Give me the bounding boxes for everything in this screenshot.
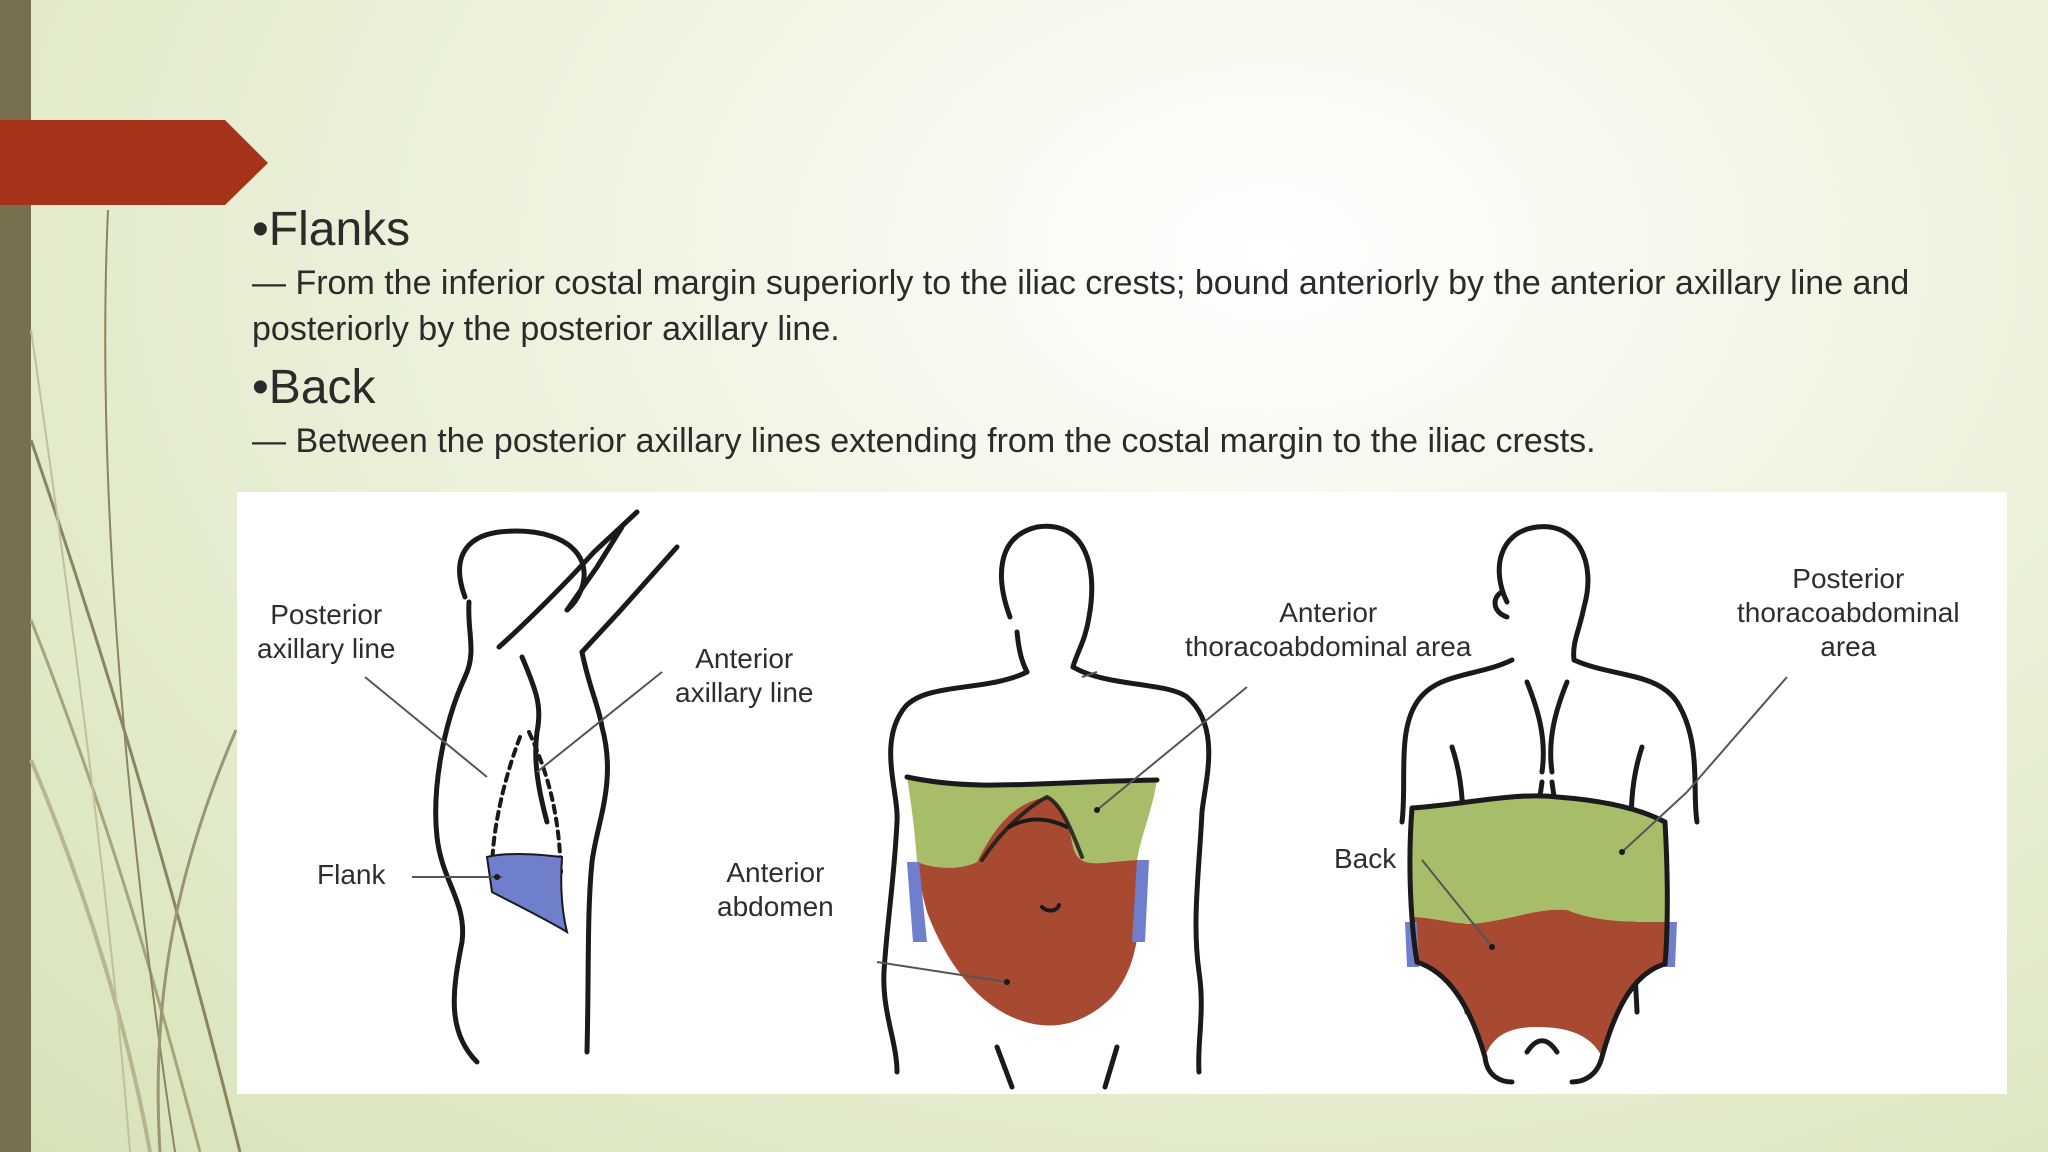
anterior-left-flank-sliver	[907, 862, 927, 942]
description-back: — Between the posterior axillary lines e…	[252, 422, 1596, 460]
label-line: thoracoabdominal area	[1185, 631, 1472, 662]
lateral-view-body	[433, 509, 680, 1065]
title-tab-arrow	[0, 120, 268, 205]
description-flanks: — From the inferior costal margin superi…	[252, 264, 1910, 348]
label-line: Posterior	[270, 599, 383, 630]
label-posterior-thoracoabdominal-area: Posterior thoracoabdominal area	[1737, 562, 1960, 664]
posterior-thoracoabdominal-region	[1412, 795, 1668, 924]
label-line: Anterior	[1279, 597, 1378, 628]
anterior-thoracoabdominal-region	[907, 777, 1157, 868]
slide-text: •Flanks — From the inferior costal margi…	[252, 200, 2012, 470]
label-back: Back	[1334, 843, 1397, 874]
anterior-right-flank-sliver	[1132, 860, 1149, 942]
heading-flanks: •Flanks	[252, 203, 411, 256]
label-anterior-abdomen: Anterior abdomen	[717, 856, 834, 924]
label-line: abdomen	[717, 891, 834, 922]
abdominal-regions-figure: Posterior axillary line Anterior axillar…	[237, 492, 2007, 1094]
label-line: axillary line	[257, 633, 396, 664]
anterior-abdomen-region	[918, 797, 1140, 1026]
label-line: area	[1820, 631, 1877, 662]
label-anterior-axillary-line: Anterior axillary line	[675, 642, 814, 710]
label-anterior-thoracoabdominal-area: Anterior thoracoabdominal area	[1185, 596, 1471, 664]
label-posterior-axillary-line: Posterior axillary line	[257, 598, 396, 666]
anterior-view-body	[881, 523, 1212, 1090]
label-line: axillary line	[675, 677, 814, 708]
label-flank: Flank	[317, 859, 386, 890]
label-line: Posterior	[1792, 563, 1905, 594]
label-line: Anterior	[726, 857, 825, 888]
body-outlines	[364, 509, 1788, 1090]
label-line: Anterior	[695, 643, 794, 674]
back-region	[1412, 909, 1668, 1057]
flank-region	[485, 852, 569, 935]
leader-lines	[364, 671, 1788, 983]
label-line: thoracoabdominal	[1737, 597, 1960, 628]
heading-back: •Back	[252, 361, 376, 414]
